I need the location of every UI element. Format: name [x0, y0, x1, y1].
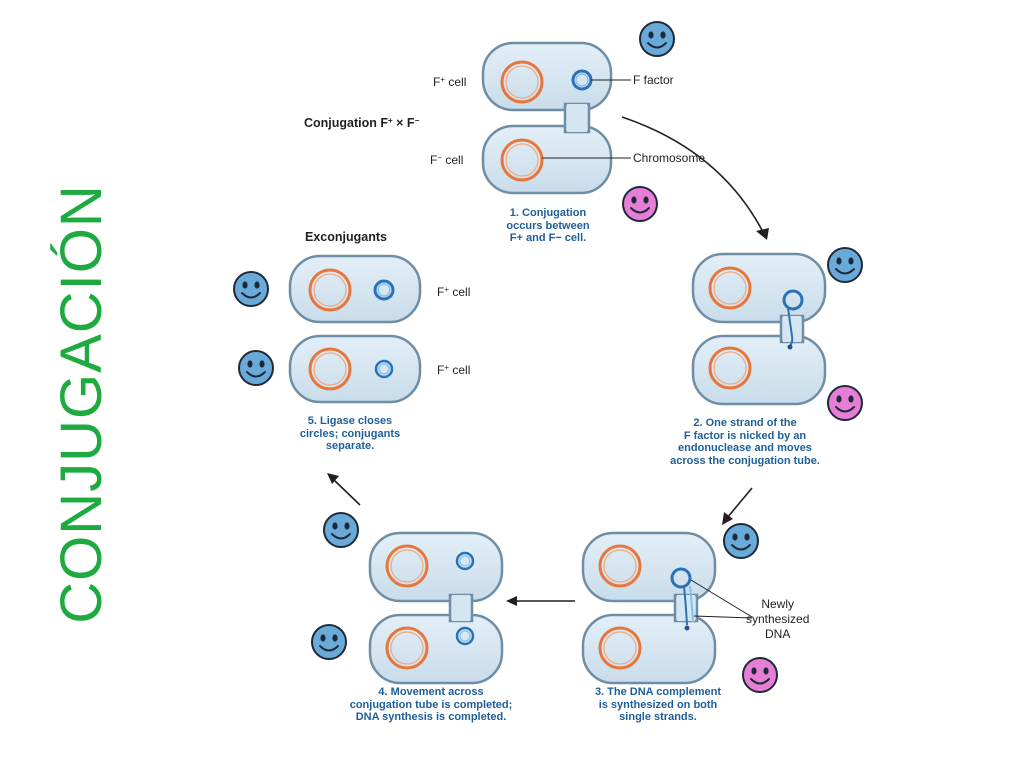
conjugation-cross-label: Conjugation F+ × F−: [304, 116, 420, 130]
f-factor-plasmid: [373, 279, 395, 301]
donor-cell-body: [368, 531, 504, 603]
smiley-face-icon: [742, 657, 778, 693]
smiley-face-icon: [233, 271, 269, 307]
smiley-face-icon: [827, 385, 863, 421]
step1-mating-pair: [481, 41, 631, 195]
fminus-cell-label: F− cell: [430, 153, 464, 167]
newly-synthesized-dna-label: Newly synthesized DNA: [746, 597, 810, 641]
step5-exconjugants: [288, 254, 422, 404]
fplus-cell-label: F+ cell: [437, 285, 471, 299]
f-factor-label: F factor: [633, 73, 674, 87]
chromosome: [500, 60, 544, 104]
chromosome: [708, 346, 752, 390]
smiley-face-icon: [311, 624, 347, 660]
recipient-cell-body: [368, 613, 504, 685]
smiley-face-icon: [622, 186, 658, 222]
exconjugants-heading: Exconjugants: [305, 230, 387, 244]
step4-mating-pair: [368, 531, 504, 685]
transferring-strand: [787, 307, 794, 347]
f-factor-plasmid: [374, 359, 394, 379]
f-factor-plasmid: [455, 626, 475, 646]
arrow-step3-to-step4: [506, 596, 575, 606]
chromosome-label: Chromosome: [633, 151, 706, 165]
chromosome: [598, 626, 642, 670]
recipient-cell-body: [581, 613, 717, 685]
arrow-step4-to-step5: [327, 473, 361, 506]
smiley-face-icon: [827, 247, 863, 283]
fplus-cell-label: F+ cell: [437, 363, 471, 377]
chromosome: [598, 544, 642, 588]
new-dna-strand: [689, 585, 694, 623]
chromosome: [385, 544, 429, 588]
step3-mating-pair: [581, 531, 753, 685]
recipient-cell-body: [691, 334, 827, 406]
smiley-face-icon: [323, 512, 359, 548]
chromosome: [500, 138, 544, 182]
step2-mating-pair: [691, 252, 827, 406]
donor-cell-body: [691, 252, 827, 324]
fplus-cell-body: [481, 41, 613, 112]
donor-cell-body: [581, 531, 717, 603]
smiley-face-icon: [723, 523, 759, 559]
slide-title: CONJUGACIÓN: [49, 184, 114, 624]
f-factor-plasmid: [455, 551, 475, 571]
chromosome: [308, 268, 352, 312]
fplus-cell-label: F+ cell: [433, 75, 467, 89]
smiley-face-icon: [238, 350, 274, 386]
arrow-step1-to-step2: [621, 116, 769, 240]
chromosome: [308, 347, 352, 391]
chromosome: [708, 266, 752, 310]
f-factor-plasmid: [670, 567, 692, 589]
chromosome: [385, 626, 429, 670]
fplus-cell-body: [288, 334, 422, 404]
transferring-strand: [683, 585, 688, 626]
smiley-face-icon: [639, 21, 675, 57]
f-factor-plasmid: [782, 289, 804, 311]
arrow-step2-to-step3: [722, 487, 753, 525]
